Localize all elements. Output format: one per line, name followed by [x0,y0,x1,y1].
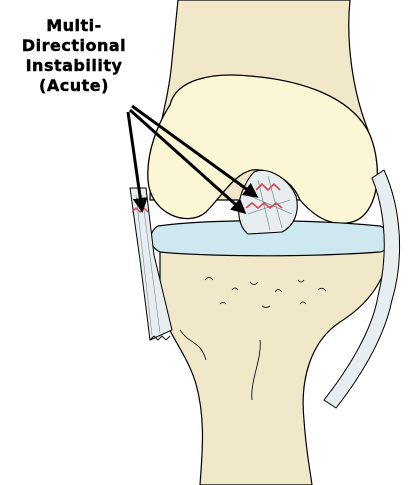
caption-line-4: (Acute) [4,76,144,95]
caption-line-2: Directional [4,36,144,55]
caption-line-1: Multi- [4,16,144,35]
caption-line-3: Instability [4,56,144,75]
